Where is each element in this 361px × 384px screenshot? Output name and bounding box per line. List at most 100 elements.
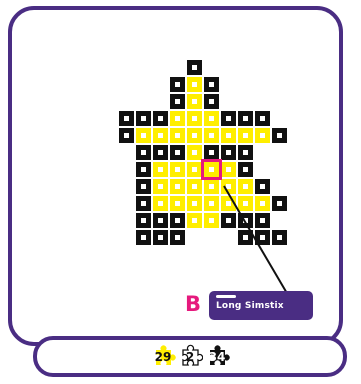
bead-yellow[interactable] xyxy=(186,212,203,229)
bead-yellow[interactable] xyxy=(186,76,203,93)
bead-yellow[interactable] xyxy=(254,127,271,144)
bead-hole xyxy=(141,184,146,189)
bead-black[interactable] xyxy=(237,110,254,127)
bead-yellow[interactable] xyxy=(186,144,203,161)
white-count-badge[interactable]: 2 xyxy=(178,344,203,369)
bead-hole xyxy=(243,235,248,240)
bead-black[interactable] xyxy=(152,229,169,246)
bead-hole xyxy=(192,99,197,104)
bead-black[interactable] xyxy=(271,195,288,212)
bead-hole xyxy=(226,133,231,138)
bead-yellow[interactable] xyxy=(203,195,220,212)
bead-black[interactable] xyxy=(135,161,152,178)
bead-black[interactable] xyxy=(203,76,220,93)
bead-yellow[interactable] xyxy=(186,178,203,195)
bead-hole xyxy=(175,99,180,104)
bead-black[interactable] xyxy=(237,229,254,246)
bead-yellow[interactable] xyxy=(203,127,220,144)
bead-yellow[interactable] xyxy=(203,212,220,229)
bead-yellow[interactable] xyxy=(186,161,203,178)
bead-yellow[interactable] xyxy=(237,178,254,195)
bead-hole xyxy=(243,116,248,121)
bead-black[interactable] xyxy=(220,144,237,161)
bead-hole xyxy=(209,150,214,155)
bead-black[interactable] xyxy=(135,212,152,229)
bead-black[interactable] xyxy=(118,110,135,127)
bead-yellow[interactable] xyxy=(169,161,186,178)
bead-yellow[interactable] xyxy=(254,195,271,212)
bead-yellow[interactable] xyxy=(220,161,237,178)
bead-hole xyxy=(192,133,197,138)
bead-black[interactable] xyxy=(271,229,288,246)
bead-black[interactable] xyxy=(135,110,152,127)
bead-black[interactable] xyxy=(169,144,186,161)
bead-black[interactable] xyxy=(203,93,220,110)
bead-yellow[interactable] xyxy=(186,110,203,127)
bead-hole xyxy=(260,218,265,223)
bead-black[interactable] xyxy=(169,76,186,93)
bead-black[interactable] xyxy=(271,127,288,144)
bead-black[interactable] xyxy=(135,195,152,212)
bead-yellow[interactable] xyxy=(220,127,237,144)
bead-yellow[interactable] xyxy=(169,110,186,127)
bead-yellow[interactable] xyxy=(220,195,237,212)
bead-black[interactable] xyxy=(237,212,254,229)
bead-black[interactable] xyxy=(237,161,254,178)
bead-hole xyxy=(175,133,180,138)
bead-black[interactable] xyxy=(152,212,169,229)
bead-yellow[interactable] xyxy=(152,178,169,195)
bead-black[interactable] xyxy=(169,212,186,229)
bead-black[interactable] xyxy=(254,229,271,246)
callout-letter: B xyxy=(185,292,201,316)
bead-yellow[interactable] xyxy=(220,178,237,195)
yellow-count-badge[interactable]: 29 xyxy=(151,344,176,369)
bead-hole xyxy=(260,184,265,189)
black-count-badge[interactable]: 34 xyxy=(205,344,230,369)
bead-hole xyxy=(192,150,197,155)
bead-black[interactable] xyxy=(203,144,220,161)
bead-black[interactable] xyxy=(135,144,152,161)
bead-black[interactable] xyxy=(169,229,186,246)
bead-black[interactable] xyxy=(254,178,271,195)
selected-bead[interactable] xyxy=(203,161,220,178)
bead-black[interactable] xyxy=(135,229,152,246)
bead-black[interactable] xyxy=(135,178,152,195)
bead-yellow[interactable] xyxy=(152,161,169,178)
bead-black[interactable] xyxy=(186,59,203,76)
bead-yellow[interactable] xyxy=(135,127,152,144)
bead-yellow[interactable] xyxy=(186,195,203,212)
bead-black[interactable] xyxy=(220,110,237,127)
bead-hole xyxy=(209,218,214,223)
bead-black[interactable] xyxy=(118,127,135,144)
bead-yellow[interactable] xyxy=(203,178,220,195)
bead-yellow[interactable] xyxy=(169,178,186,195)
bead-yellow[interactable] xyxy=(237,127,254,144)
bead-hole xyxy=(141,218,146,223)
bead-black[interactable] xyxy=(254,110,271,127)
bead-yellow[interactable] xyxy=(186,127,203,144)
bead-yellow[interactable] xyxy=(169,127,186,144)
bead-hole xyxy=(209,167,214,172)
bead-hole xyxy=(158,167,163,172)
bead-hole xyxy=(277,133,282,138)
bead-yellow[interactable] xyxy=(169,195,186,212)
bead-hole xyxy=(141,150,146,155)
bead-yellow[interactable] xyxy=(203,110,220,127)
bead-hole xyxy=(141,116,146,121)
bead-yellow[interactable] xyxy=(186,93,203,110)
bead-hole xyxy=(226,167,231,172)
bead-black[interactable] xyxy=(169,93,186,110)
bead-hole xyxy=(209,82,214,87)
bead-black[interactable] xyxy=(152,144,169,161)
bead-hole xyxy=(209,99,214,104)
bead-hole xyxy=(209,116,214,121)
bead-hole xyxy=(226,150,231,155)
bead-black[interactable] xyxy=(254,212,271,229)
bead-yellow[interactable] xyxy=(237,195,254,212)
bead-black[interactable] xyxy=(220,212,237,229)
bead-yellow[interactable] xyxy=(152,127,169,144)
bead-black[interactable] xyxy=(237,144,254,161)
bead-hole xyxy=(175,82,180,87)
bead-black[interactable] xyxy=(152,110,169,127)
bead-yellow[interactable] xyxy=(152,195,169,212)
